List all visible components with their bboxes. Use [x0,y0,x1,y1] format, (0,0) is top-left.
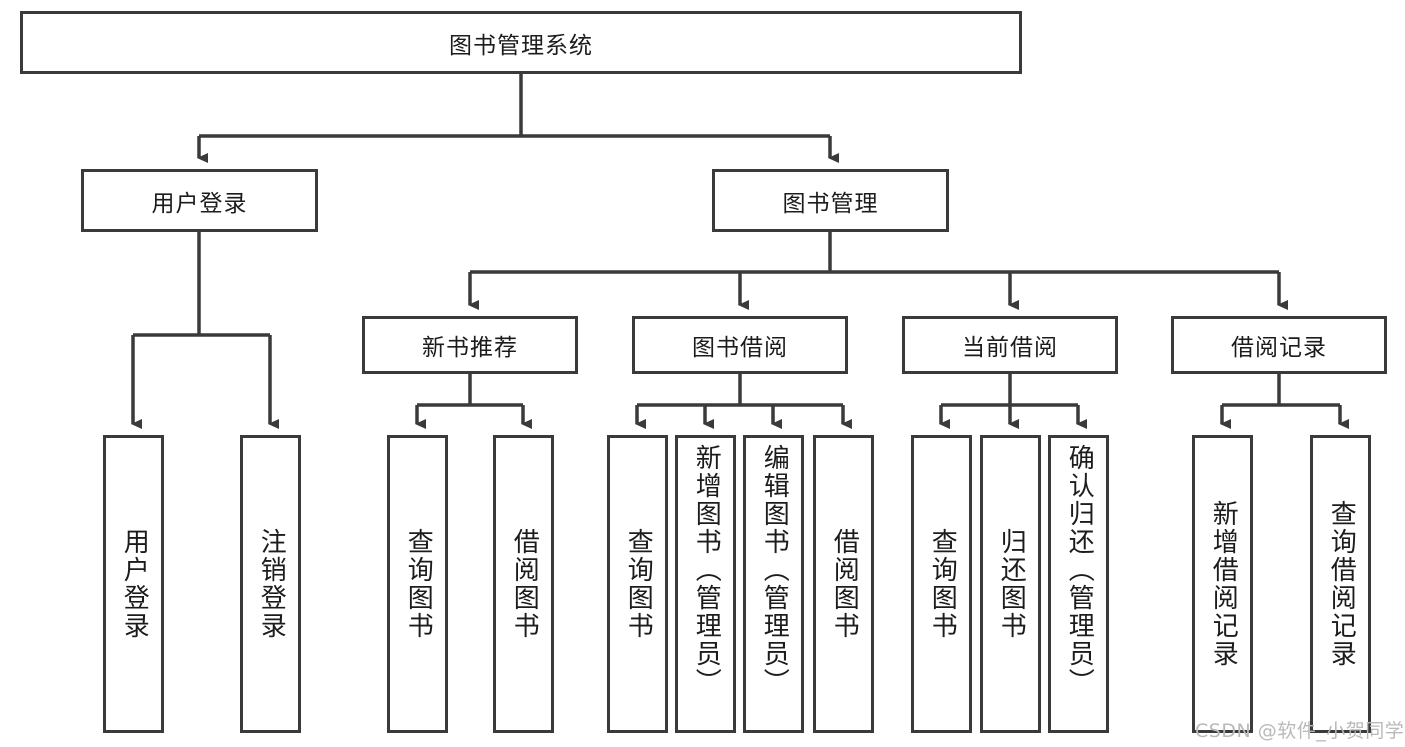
node-new-book-recommend-label: 新书推荐 [422,335,518,361]
leaf-borrow-add-book[interactable]: 新增图书（管理员） [675,435,736,733]
leaf-label: 用户登录 [119,528,150,640]
leaf-label: 注销登录 [256,528,287,640]
csdn-watermark: CSDN @软件_小贺同学 [1195,720,1405,742]
leaf-label: 编辑图书（管理员） [759,444,790,696]
node-current-borrow[interactable]: 当前借阅 [902,316,1118,374]
leaf-records-add[interactable]: 新增借阅记录 [1192,435,1253,733]
leaf-label: 借阅图书 [509,528,540,640]
leaf-label: 确认归还（管理员） [1064,444,1095,696]
leaf-borrow-edit-book[interactable]: 编辑图书（管理员） [743,435,804,733]
node-user-login-label: 用户登录 [151,190,248,217]
leaf-user-login-signin[interactable]: 用户登录 [103,435,164,733]
leaf-borrow-query-book[interactable]: 查询图书 [607,435,668,733]
node-root[interactable]: 图书管理系统 [20,11,1022,74]
node-new-book-recommend[interactable]: 新书推荐 [362,316,578,374]
leaf-label: 新增借阅记录 [1208,500,1239,668]
node-book-borrow-label: 图书借阅 [692,335,788,361]
node-current-borrow-label: 当前借阅 [962,335,1058,361]
leaf-label: 查询借阅记录 [1326,500,1357,668]
leaf-label: 新增图书（管理员） [691,444,722,696]
leaf-current-return-book[interactable]: 归还图书 [980,435,1041,733]
leaf-label: 查询图书 [623,528,654,640]
leaf-new-book-query[interactable]: 查询图书 [387,435,448,733]
leaf-current-confirm-return[interactable]: 确认归还（管理员） [1048,435,1109,733]
node-book-management-label: 图书管理 [782,190,879,217]
leaf-new-book-borrow[interactable]: 借阅图书 [493,435,554,733]
node-borrow-records[interactable]: 借阅记录 [1171,316,1387,374]
leaf-current-query-book[interactable]: 查询图书 [911,435,972,733]
leaf-borrow-borrow-book[interactable]: 借阅图书 [813,435,874,733]
leaf-label: 查询图书 [403,528,434,640]
node-borrow-records-label: 借阅记录 [1231,335,1327,361]
leaf-user-login-signout[interactable]: 注销登录 [240,435,301,733]
node-book-management[interactable]: 图书管理 [712,169,949,232]
node-book-borrow[interactable]: 图书借阅 [632,316,848,374]
leaf-label: 查询图书 [927,528,958,640]
node-root-label: 图书管理系统 [449,32,593,59]
leaf-records-query[interactable]: 查询借阅记录 [1310,435,1371,733]
node-user-login[interactable]: 用户登录 [81,169,318,232]
leaf-label: 归还图书 [996,528,1027,640]
leaf-label: 借阅图书 [829,528,860,640]
